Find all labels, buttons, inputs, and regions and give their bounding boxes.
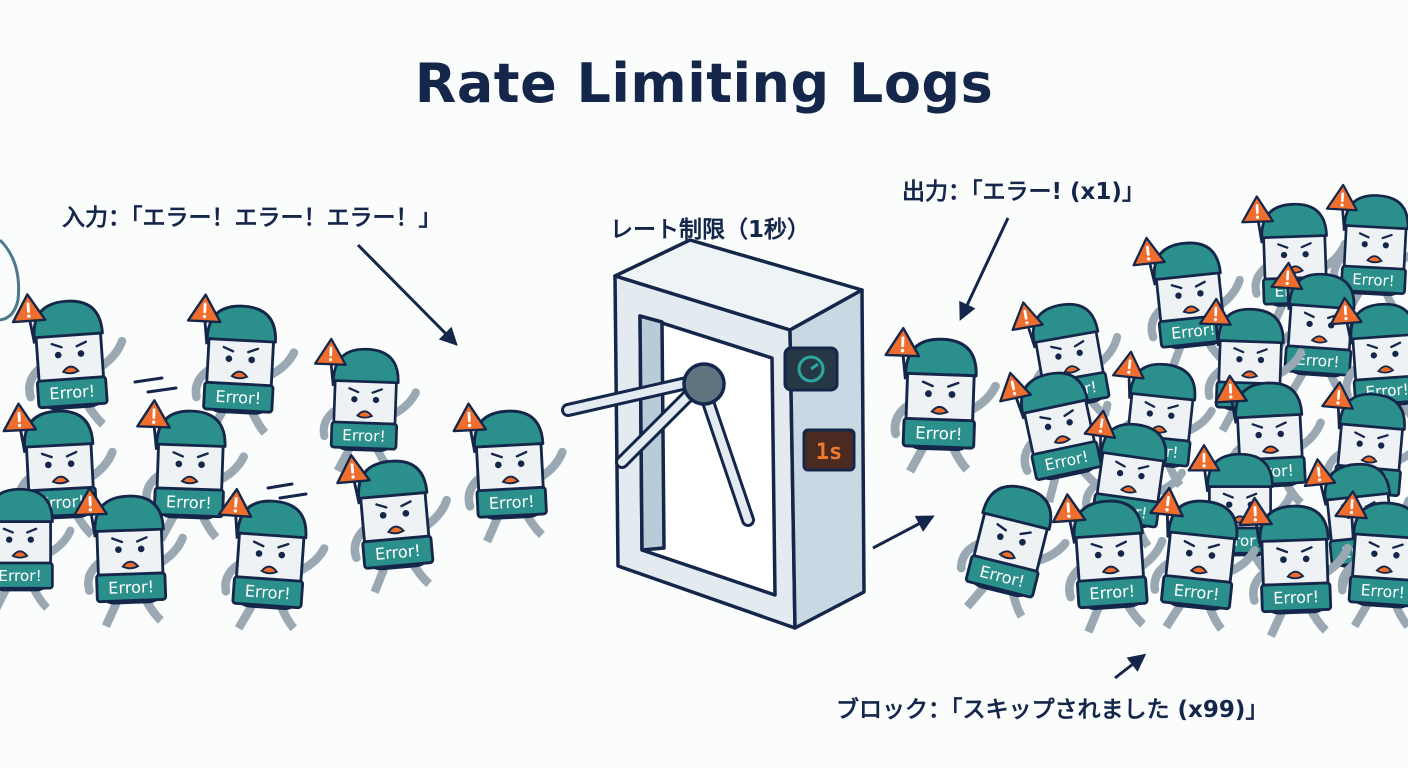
blocked-error-character: Error! (956, 484, 1070, 619)
rate-limit-label: レート制限（1秒） (610, 217, 811, 243)
blocked-arrow-icon (1114, 653, 1147, 680)
blocked-label: ブロック：「スキップされました (x99)」 (836, 697, 1269, 723)
warning-triangle-icon (1241, 195, 1275, 244)
error-badge-text: Error! (1089, 581, 1136, 603)
error-badge-text: Error! (488, 492, 535, 513)
warning-triangle-icon (452, 402, 488, 454)
passed-error-character: Error! (884, 326, 1000, 474)
turnstile-gate (561, 238, 866, 630)
error-badge-text: Error! (166, 492, 212, 513)
warning-triangle-icon (1303, 458, 1337, 506)
warning-triangle-icon (2, 402, 38, 454)
error-character: Error! (136, 399, 248, 542)
error-badge-text: Error! (1296, 350, 1341, 371)
warning-triangle-icon (336, 453, 371, 505)
partial-speech-bubble (0, 238, 21, 322)
error-badge-text: Error! (1360, 580, 1406, 602)
warning-triangle-icon (1111, 350, 1145, 399)
speed-lines-icon (133, 376, 308, 500)
error-badge-text: Error! (1173, 580, 1221, 604)
warning-triangle-icon (1214, 374, 1248, 424)
warning-triangle-icon (1325, 183, 1358, 231)
warning-triangle-icon (1270, 261, 1304, 310)
pass-through-arrow-icon (872, 515, 935, 550)
error-badge-text: Error! (342, 426, 386, 446)
warning-triangle-icon (1329, 296, 1363, 345)
warning-triangle-icon (884, 326, 921, 380)
warning-triangle-icon (1321, 381, 1354, 430)
warning-triangle-icon (1083, 409, 1117, 458)
blocked-error-character: Error! (1238, 496, 1352, 638)
error-badge-text: Error! (1170, 319, 1216, 343)
timer-display: 1s (802, 428, 856, 472)
error-character: Error! (217, 487, 329, 632)
warning-triangle-icon (313, 337, 347, 387)
clock-icon (783, 346, 839, 392)
warning-triangle-icon (1334, 490, 1368, 540)
warning-triangle-icon (1132, 236, 1166, 286)
warning-triangle-icon (1187, 444, 1221, 493)
timer-display-text: 1s (816, 440, 843, 465)
warning-triangle-icon (136, 399, 171, 450)
warning-triangle-icon (1198, 297, 1232, 347)
error-character: Error! (186, 293, 299, 436)
input-arrow-icon (356, 243, 458, 346)
error-character: Error! (73, 486, 187, 628)
error-character: Error! (11, 293, 127, 434)
page-title: Rate Limiting Logs (414, 52, 994, 115)
output-label: 出力：「エラー! (x1)」 (902, 179, 1145, 205)
warning-triangle-icon (999, 371, 1033, 420)
error-character: Error! (336, 453, 451, 594)
error-character: Error! (452, 402, 567, 544)
output-arrow-icon (959, 217, 1010, 321)
error-badge-text: Error! (244, 581, 291, 603)
error-badge-text: Error! (0, 567, 42, 585)
warning-triangle-icon (11, 293, 47, 344)
warning-triangle-icon (1238, 496, 1273, 548)
error-badge-text: Error! (108, 577, 154, 598)
warning-triangle-icon (1051, 493, 1087, 544)
input-label: 入力：「エラー！エラー！エラー！」 (62, 205, 442, 231)
error-badge-text: Error! (915, 423, 963, 444)
warning-triangle-icon (217, 487, 253, 539)
error-character: Error! (0, 487, 75, 611)
error-character: Error! (313, 337, 420, 473)
blocked-error-character: Error! (1149, 486, 1259, 632)
warning-triangle-icon (186, 293, 222, 345)
blocked-error-character: Error! (1325, 183, 1408, 316)
blocked-error-character: Error! (1334, 490, 1408, 629)
error-badge-text: Error! (215, 387, 262, 408)
error-badge-text: Error! (1352, 270, 1395, 290)
blocked-error-character: Error! (1051, 493, 1167, 634)
warning-triangle-icon (1011, 301, 1044, 349)
error-badge-text: Error! (1273, 587, 1319, 608)
warning-triangle-icon (73, 486, 108, 538)
warning-triangle-icon (1149, 486, 1184, 538)
error-badge-text: Error! (49, 381, 96, 403)
error-badge-text: Error! (374, 541, 421, 564)
